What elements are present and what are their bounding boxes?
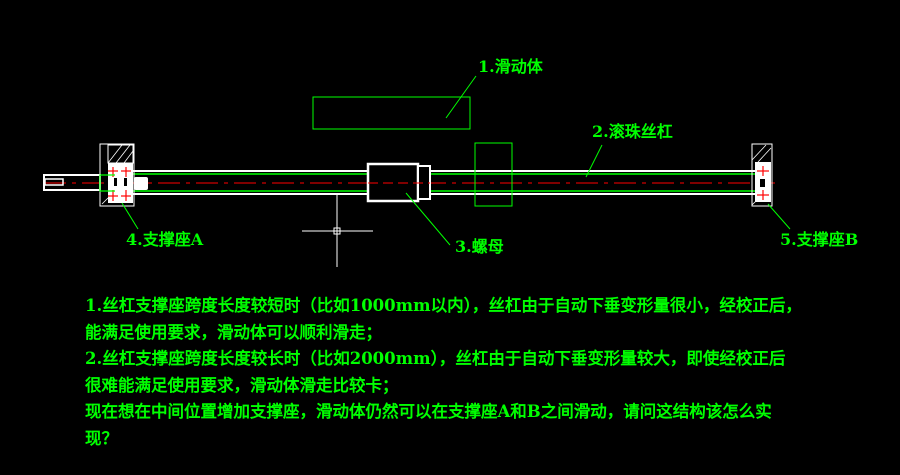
question-notes: 1.丝杠支撑座跨度长度较短时（比如1000mm以内），丝杠由于自动下垂变形量很小…	[85, 293, 802, 452]
note-line: 2.丝杠支撑座跨度长度较长时（比如2000mm），丝杠由于自动下垂变形量较大，即…	[85, 349, 786, 368]
nut-label: 3.螺母	[455, 237, 504, 256]
screw-leader	[585, 144, 603, 178]
slider-body[interactable]	[312, 96, 471, 130]
support-b-leader	[767, 203, 791, 230]
note-line: 现？	[85, 428, 118, 448]
note-line: 1.丝杠支撑座跨度长度较短时（比如1000mm以内），丝杠由于自动下垂变形量很小…	[85, 296, 802, 315]
support-b[interactable]	[751, 143, 773, 207]
note-line: 现在想在中间位置增加支撑座，滑动体仍然可以在支撑座A和B之间滑动，请问这结构该怎…	[85, 402, 772, 421]
note-line: 能满足使用要求，滑动体可以顺利滑走；	[85, 322, 382, 342]
note-line: 很难能满足使用要求，滑动体滑走比较卡；	[85, 375, 399, 395]
support-a-leader	[121, 202, 139, 230]
middle-support-outline[interactable]	[474, 142, 513, 207]
support-a[interactable]	[99, 143, 148, 207]
crosshair-cursor-icon	[302, 195, 373, 267]
support-a-label: 4.支撑座A	[126, 230, 204, 249]
nut-leader	[405, 192, 451, 246]
shaft-key	[44, 178, 64, 186]
slider-label: 1.滑动体	[478, 57, 544, 76]
ball-screw-label: 2.滚珠丝杠	[592, 122, 673, 141]
support-b-label: 5.支撑座B	[780, 230, 858, 249]
slider-leader	[445, 75, 477, 119]
